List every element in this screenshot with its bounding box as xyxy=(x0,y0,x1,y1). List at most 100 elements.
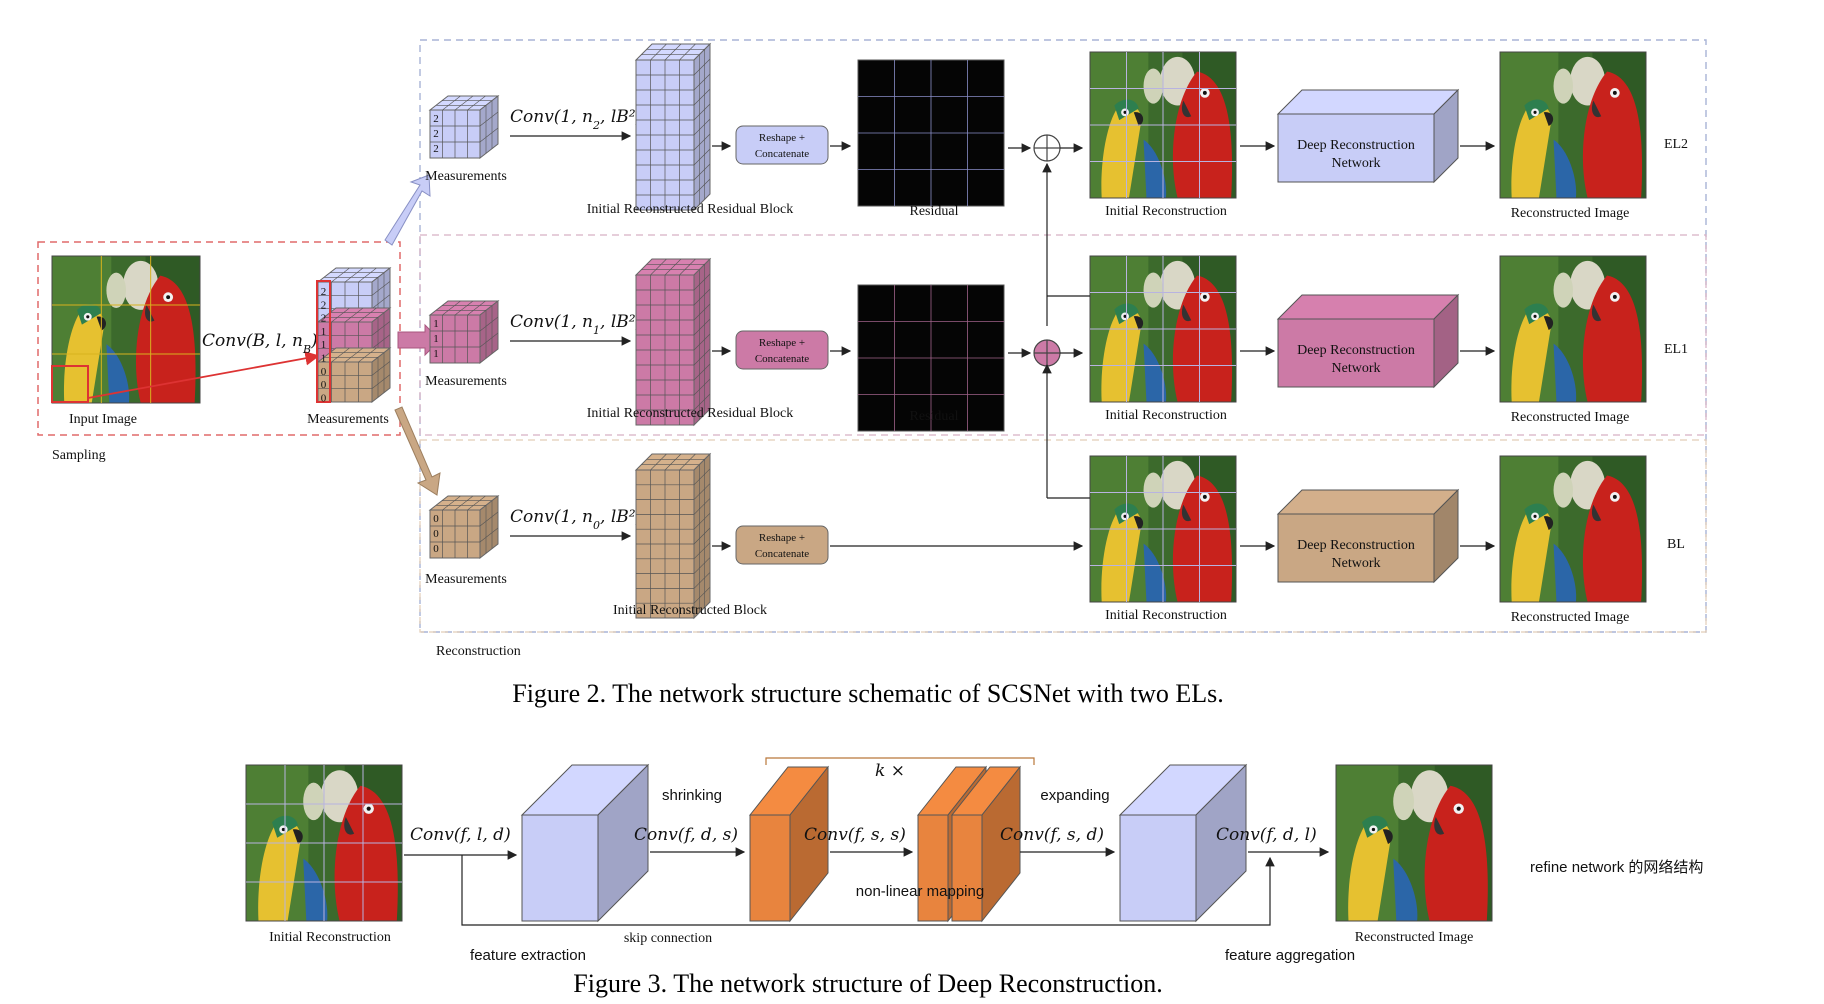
row-initial-block-1-sgrid xyxy=(693,393,711,411)
row-initial-block-1-sgrid xyxy=(693,348,711,366)
fig3-output-label: Reconstructed Image xyxy=(1355,930,1474,945)
row-measurements-2-sgrid xyxy=(479,527,499,543)
row-drn-label-1: Deep Reconstruction xyxy=(1297,138,1415,153)
input-image-label: Input Image xyxy=(69,412,137,427)
row-conv-label: Conv(1, n2, lB²) xyxy=(510,107,642,132)
row-initial-block-2-tgrid xyxy=(679,453,696,471)
row-initial-block-1-sgrid xyxy=(693,363,711,381)
row-measurements-2-tgrid xyxy=(442,495,461,511)
fig3-output-image-picture xyxy=(1336,765,1492,921)
row-output-image-0-picture xyxy=(1500,52,1646,198)
row-output-image-2-picture xyxy=(1500,456,1646,602)
row-measurement-digit: 2 xyxy=(433,143,439,155)
row-initial-recon-label: Initial Reconstruction xyxy=(1105,608,1227,623)
stack-segment-0-tgrid xyxy=(331,267,350,283)
row-drn-box-1-front xyxy=(1277,318,1435,388)
fig3-conv4: Conv(f, s, d) xyxy=(1000,825,1104,845)
row-measurement-digit: 1 xyxy=(433,318,439,330)
row-initial-block-1-sgrid xyxy=(693,318,711,336)
row-reshape-label-1: Reshape + xyxy=(759,532,805,544)
fig3-feature-aggregation-block-front xyxy=(1119,814,1197,922)
row-drn-label-2: Network xyxy=(1332,361,1381,376)
sampling-label: Sampling xyxy=(52,448,106,463)
row-initial-recon-image-1 xyxy=(1089,255,1237,403)
row-drn-box-0-top xyxy=(1276,89,1460,115)
row-residual-label: Residual xyxy=(910,409,959,424)
arrow-to-bl xyxy=(394,406,441,496)
stack-highlight xyxy=(316,280,331,403)
stack-digit: 2 xyxy=(321,299,327,311)
row-measurements-0-tgrid xyxy=(467,95,486,111)
figure-2-caption: Figure 2. The network structure schemati… xyxy=(512,679,1224,708)
fig3-shrink-layer xyxy=(748,765,830,923)
stack-segment-0-sgrid xyxy=(371,281,391,296)
row-initial-block-1-sgrid xyxy=(693,303,711,321)
row-measurements-label: Measurements xyxy=(425,572,507,587)
stack-digit: 1 xyxy=(321,326,327,338)
row-initial-recon-label: Initial Reconstruction xyxy=(1105,408,1227,423)
fig3-repeat-bracket xyxy=(765,757,1035,765)
row-measurement-digit: 0 xyxy=(433,528,439,540)
row-initial-block-1 xyxy=(634,257,712,427)
row-initial-block-0-sgrid xyxy=(693,133,711,151)
row-measurements-2-tgrid xyxy=(454,495,474,511)
stack-segment-1-tgrid xyxy=(331,307,350,323)
stack-segment-2-tgrid xyxy=(358,347,377,363)
figure-3-caption: Figure 3. The network structure of Deep … xyxy=(573,969,1162,998)
fig3-feature-aggregation-label: feature aggregation xyxy=(1225,947,1355,964)
row-initial-block-1-sgrid xyxy=(693,288,711,306)
row-drn-label-2: Network xyxy=(1332,156,1381,171)
row-output-image-2 xyxy=(1499,455,1647,603)
row-measurements-1-tgrid xyxy=(454,300,474,316)
fig3-shrink-layer-front xyxy=(749,814,791,922)
stack-segment-2 xyxy=(316,346,392,404)
fig3-feature-extraction-block-front xyxy=(521,814,599,922)
input-image-frame xyxy=(51,255,201,404)
row-measurements-2-tgrid xyxy=(467,495,486,511)
row-drn-label-1: Deep Reconstruction xyxy=(1297,343,1415,358)
row-initial-block-2-tgrid xyxy=(650,453,667,471)
fig3-output-image xyxy=(1335,764,1493,922)
row-add-0 xyxy=(1033,134,1061,162)
row-initial-block-1-sgrid xyxy=(693,273,711,291)
fig3-mapping-layer-2 xyxy=(950,765,1022,923)
row-drn-box-2-front xyxy=(1277,513,1435,583)
row-measurements-1-sgrid xyxy=(479,316,499,332)
row-output-image-0 xyxy=(1499,51,1647,199)
row-reshape-box xyxy=(735,330,829,370)
row-measurements-1-tgrid xyxy=(442,300,461,316)
row-drn-box-1-top xyxy=(1276,294,1460,320)
stack-digit: 2 xyxy=(321,286,327,298)
row-output-image-1-picture xyxy=(1500,256,1646,402)
row-measurement-digit: 2 xyxy=(433,128,439,140)
row-reshape-box xyxy=(735,525,829,565)
row-measurement-digit: 1 xyxy=(433,333,439,345)
row-initial-block-label: Initial Reconstructed Residual Block xyxy=(587,202,793,217)
fig3-conv2: Conv(f, d, s) xyxy=(634,825,738,845)
input-block-highlight xyxy=(51,365,89,403)
fig3-output-image-frame xyxy=(1335,764,1493,922)
fig3-skip-connection xyxy=(461,855,1275,926)
row-output-label: Reconstructed Image xyxy=(1511,206,1630,221)
row-initial-block-0-tgrid xyxy=(679,43,696,61)
row-measurements-1 xyxy=(428,299,500,365)
row-reshape-label-2: Concatenate xyxy=(755,548,809,560)
row-measurement-digit: 0 xyxy=(433,543,439,555)
row-drn-label-1: Deep Reconstruction xyxy=(1297,538,1415,553)
row-measurement-digit: 1 xyxy=(433,348,439,360)
row-initial-block-1-tgrid xyxy=(664,258,682,276)
fig3-mapping-layer-1-front xyxy=(917,814,949,922)
row-measurements-label: Measurements xyxy=(425,374,507,389)
row-measurements-2-sgrid xyxy=(479,511,499,527)
row-initial-block-0 xyxy=(634,42,712,212)
stack-digit: 0 xyxy=(321,379,327,391)
stack-digit: 1 xyxy=(321,353,327,365)
row-tag: EL2 xyxy=(1664,137,1688,152)
row-initial-block-0-sgrid xyxy=(693,148,711,166)
row-drn-box-0 xyxy=(1276,88,1460,184)
row-initial-block-2-sgrid xyxy=(693,483,711,500)
